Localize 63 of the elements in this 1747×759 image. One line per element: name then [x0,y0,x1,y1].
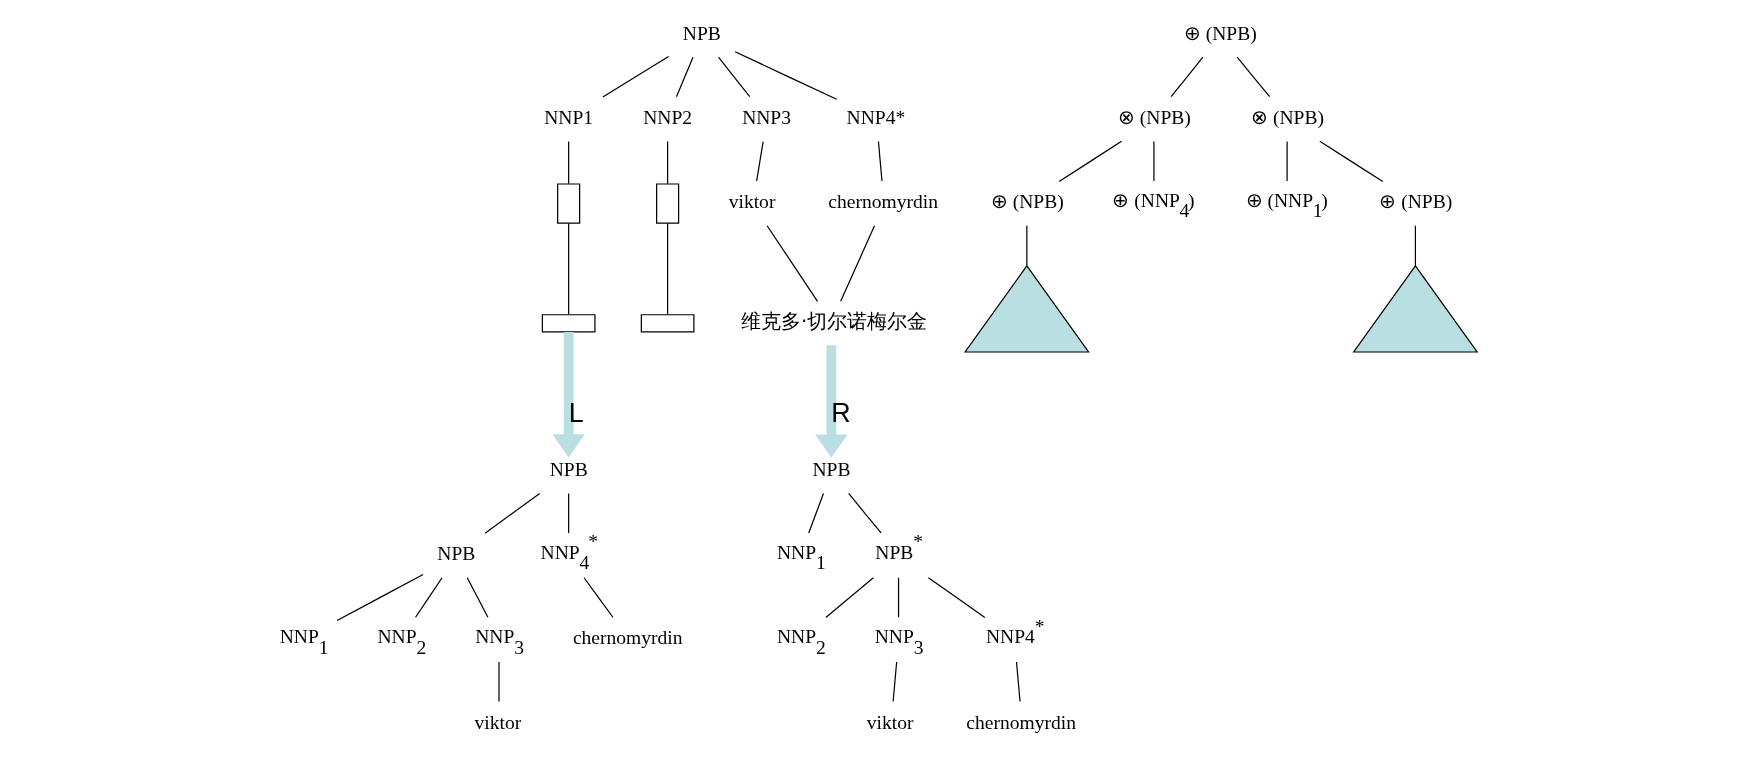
node-box [640,314,695,333]
node-text: ⊗ (NPB) [1117,106,1191,128]
node-text: ⊕ (NPB) [990,191,1064,213]
node-text: ⊗ (NPB) [1251,106,1324,128]
arrow [815,345,848,458]
node-box [541,314,596,333]
connector [484,492,541,534]
connector [825,577,874,619]
edge-label: L [568,397,584,428]
node-text: viktor [866,711,914,733]
node-text: NPB [549,458,588,480]
connector [336,573,424,622]
node-triangle [1352,264,1479,353]
connector [466,577,489,618]
connector [717,56,751,98]
node-triangle [963,264,1090,353]
connector [756,140,764,182]
node-box [557,183,581,224]
connector [568,223,570,315]
connector [734,51,838,100]
connector [1170,56,1204,98]
connector [1058,140,1123,183]
connector [1015,661,1021,703]
connector [583,577,614,618]
node-text: ⊕ (NPB) [1183,22,1257,44]
node-text: NNP1 [544,106,594,128]
arrow [552,331,585,458]
connector [1236,56,1271,98]
connector [808,492,825,534]
connector [414,577,443,618]
node-text: 维克多·切尔诺梅尔金 [740,309,928,333]
node-text: NPB [682,22,721,44]
node-text: NNP3 [742,106,792,128]
connector [892,661,898,703]
connector [1319,140,1384,183]
connector [1026,225,1028,267]
node-text: chernomyrdin [828,191,938,213]
connector [1414,225,1416,267]
node-text: chernomyrdin [966,711,1077,733]
connector [927,577,986,619]
node-text: ⊕ (NPB) [1379,191,1453,213]
connector [897,577,900,618]
node-box [656,183,680,224]
connector [568,140,570,185]
connector [1153,140,1155,182]
connector [848,492,882,534]
connector [667,140,669,185]
connector [667,223,669,315]
connector [877,140,883,182]
connector [675,56,694,98]
node-text: NNP2 [643,106,693,128]
node-text: viktor [728,191,776,213]
node-text: NPB [437,543,476,565]
connector [568,492,570,534]
node-text: viktor [474,711,522,733]
node-text: chernomyrdin [572,627,683,649]
edge-label: R [831,397,851,428]
connector [1286,140,1288,182]
node-text: NPB [812,458,851,480]
connector [766,225,819,302]
connector [840,225,876,302]
connector [602,56,670,98]
node-text: NNP4* [846,106,906,128]
